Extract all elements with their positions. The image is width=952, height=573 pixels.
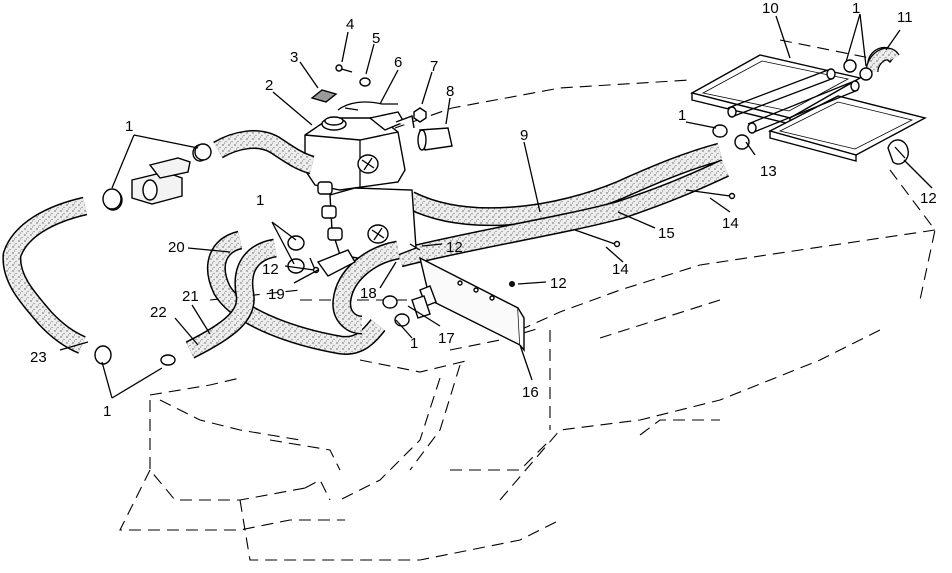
callout-6: 6: [394, 54, 402, 71]
radiator-cap: [310, 89, 338, 103]
callout-18: 18: [360, 285, 377, 302]
upper-left-hose: [213, 130, 315, 175]
callout-1-right-mid: 1: [678, 107, 686, 124]
elbow-fitting: [865, 46, 900, 73]
leader-lines: [59, 13, 933, 399]
chassis-outline: [119, 39, 936, 561]
heat-exchanger: [690, 54, 927, 162]
callout-1-bracket: 1: [410, 335, 418, 352]
outlet-fitting: [417, 127, 453, 151]
callout-12-left: 12: [262, 261, 279, 278]
callout-12-right: 12: [920, 190, 937, 207]
hose-23: [2, 196, 88, 354]
cover-plate: [887, 139, 909, 165]
callout-14-right: 14: [722, 215, 739, 232]
callout-1-right-top: 1: [852, 0, 860, 17]
callout-10: 10: [762, 0, 779, 17]
callout-5: 5: [372, 30, 380, 47]
callout-1-center: 1: [256, 192, 264, 209]
hose-18: [332, 240, 401, 335]
callout-1-left-upper: 1: [125, 118, 133, 135]
callout-13: 13: [760, 163, 777, 180]
callout-11: 11: [897, 9, 913, 26]
callout-12-bracket: 12: [550, 275, 567, 292]
callout-7: 7: [430, 58, 438, 75]
callout-2: 2: [265, 77, 273, 94]
callout-20: 20: [168, 239, 185, 256]
callout-1-bottom-left: 1: [103, 403, 111, 420]
sensor-wire: [337, 101, 398, 111]
callout-16: 16: [522, 384, 539, 401]
hose-15: [397, 159, 730, 268]
mounting-bracket: [411, 256, 525, 352]
callouts: 1 1 1 1 1 1 2 3 4 5 6 7 8 9 10 11 12 12 …: [30, 0, 937, 420]
callout-19: 19: [268, 286, 285, 303]
callout-8: 8: [446, 83, 454, 100]
hose-clamps: [94, 59, 873, 366]
washer: [359, 77, 371, 87]
callout-23: 23: [30, 349, 47, 366]
fasteners: [309, 189, 736, 287]
callout-22: 22: [150, 304, 167, 321]
nut: [413, 107, 427, 123]
hose-21: [185, 238, 278, 359]
callout-12-center: 12: [446, 239, 463, 256]
screw: [335, 64, 353, 73]
callout-14-mid: 14: [612, 261, 629, 278]
callout-17: 17: [438, 330, 455, 347]
hose-9: [405, 142, 723, 227]
callout-9: 9: [520, 127, 528, 144]
callout-4: 4: [346, 16, 354, 33]
callout-3: 3: [290, 49, 298, 66]
coolant-reservoir: [304, 111, 417, 263]
bracket-19: [316, 249, 356, 277]
callout-15: 15: [658, 225, 675, 242]
callout-21: 21: [182, 288, 199, 305]
hose-20: [206, 230, 386, 355]
